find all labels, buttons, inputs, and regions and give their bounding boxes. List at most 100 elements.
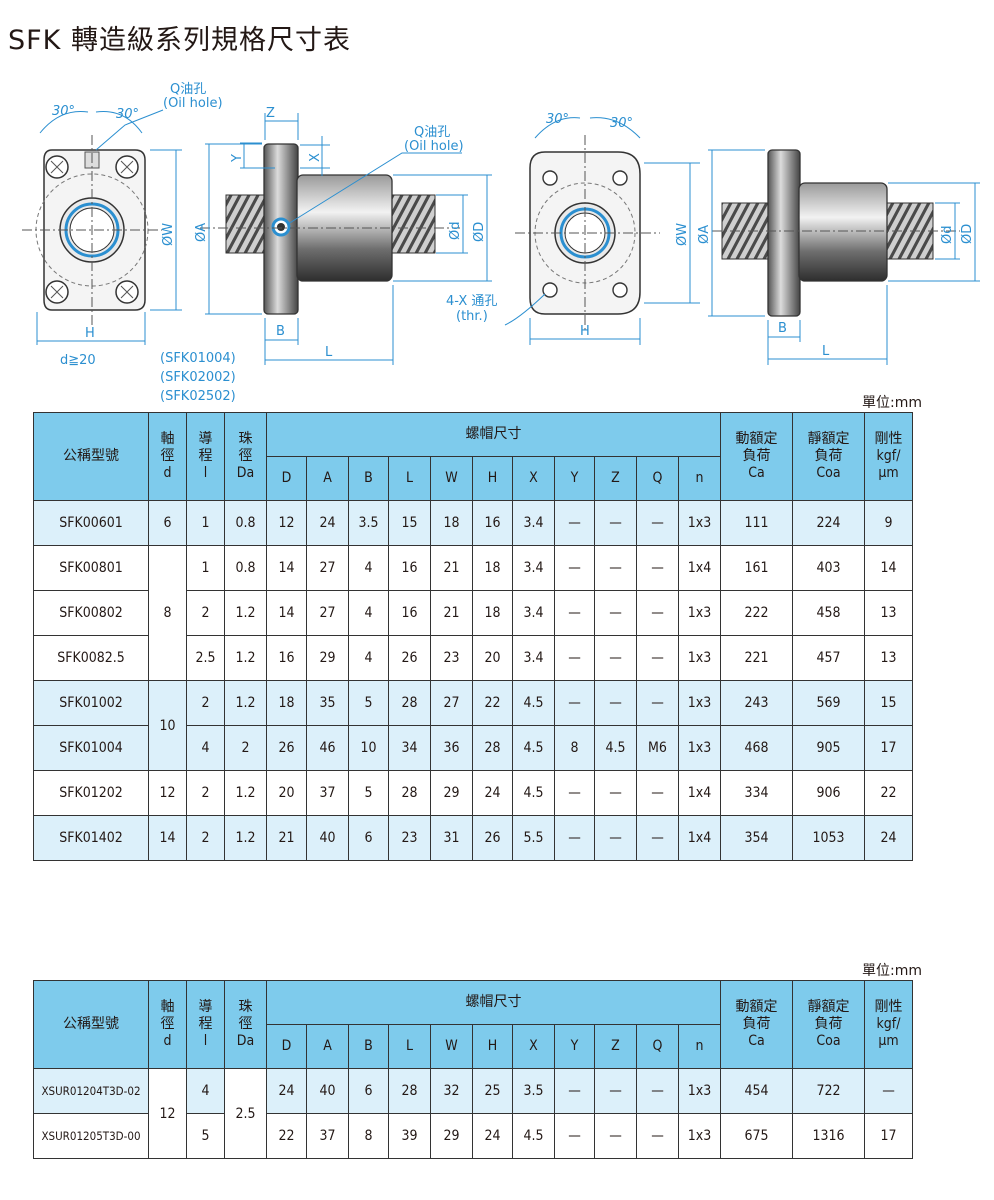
cell-Q: — — [636, 545, 679, 591]
page-title: SFK 轉造級系列規格尺寸表 — [8, 25, 351, 56]
cell-X: 4.5 — [512, 680, 555, 726]
cell-W: 31 — [430, 815, 473, 861]
cell-model: SFK00802 — [33, 590, 149, 636]
cell-B: 6 — [348, 815, 389, 861]
cell-K: 15 — [864, 680, 913, 726]
cell-Q: — — [636, 680, 679, 726]
cell-Coa: 1316 — [792, 1113, 865, 1159]
cell-B: 5 — [348, 770, 389, 816]
cell-lead: 4 — [186, 725, 225, 771]
cell-model: SFK0082.5 — [33, 635, 149, 681]
model-note-1: (SFK01004) — [160, 351, 236, 366]
header-Z: Z — [594, 456, 637, 501]
header-H: H — [472, 456, 513, 501]
cell-Q: — — [636, 590, 679, 636]
cell-B: 5 — [348, 680, 389, 726]
cell-Y: — — [554, 680, 595, 726]
header-n: n — [678, 456, 721, 501]
cell-L: 39 — [388, 1113, 431, 1159]
dim-A-right: ØA — [697, 225, 712, 244]
cell-A: 27 — [306, 545, 349, 591]
model-note-3: (SFK02502) — [160, 389, 236, 404]
side-oil-hole-cn: Q油孔 — [414, 125, 450, 140]
dim-L-left: L — [325, 345, 333, 360]
cell-X: 3.4 — [512, 635, 555, 681]
cell-X: 5.5 — [512, 815, 555, 861]
cell-A: 35 — [306, 680, 349, 726]
dim-d-right: Ød — [940, 226, 955, 244]
cell-X: 3.4 — [512, 545, 555, 591]
thru-hole-cn: 4-X 通孔 — [446, 294, 497, 309]
cell-K: 13 — [864, 590, 913, 636]
cell-Q: — — [636, 1068, 679, 1114]
angle-label-2: 30° — [116, 107, 139, 122]
cell-W: 32 — [430, 1068, 473, 1114]
cell-D: 26 — [266, 725, 307, 771]
cell-n: 1x4 — [678, 545, 721, 591]
cell-H: 22 — [472, 680, 513, 726]
dim-A-left: ØA — [194, 223, 209, 242]
cell-K: 14 — [864, 545, 913, 591]
cell-K: — — [864, 1068, 913, 1114]
cell-L: 23 — [388, 815, 431, 861]
cell-X: 3.4 — [512, 590, 555, 636]
cell-A: 46 — [306, 725, 349, 771]
cell-lead: 2 — [186, 815, 225, 861]
cell-B: 6 — [348, 1068, 389, 1114]
cell-lead: 2 — [186, 590, 225, 636]
cell-L: 16 — [388, 545, 431, 591]
cell-Ca: 675 — [720, 1113, 793, 1159]
d-note: d≧20 — [60, 353, 96, 368]
cell-Coa: 1053 — [792, 815, 865, 861]
header-n: n — [678, 1024, 721, 1069]
cell-Q: — — [636, 770, 679, 816]
header-X: X — [512, 1024, 555, 1069]
cell-D: 21 — [266, 815, 307, 861]
side-oil-hole-en: (Oil hole) — [404, 139, 464, 154]
cell-A: 27 — [306, 590, 349, 636]
cell-W: 21 — [430, 590, 473, 636]
header-A: A — [306, 456, 349, 501]
cell-H: 25 — [472, 1068, 513, 1114]
cell-Q: — — [636, 1113, 679, 1159]
cell-model: SFK01002 — [33, 680, 149, 726]
cell-H: 24 — [472, 1113, 513, 1159]
header-H: H — [472, 1024, 513, 1069]
cell-shaft-diameter: 10 — [148, 680, 187, 771]
cell-K: 24 — [864, 815, 913, 861]
cell-D: 18 — [266, 680, 307, 726]
cell-L: 28 — [388, 680, 431, 726]
cell-n: 1x4 — [678, 770, 721, 816]
header-W: W — [430, 1024, 473, 1069]
cell-A: 24 — [306, 500, 349, 546]
dim-H-right: H — [580, 324, 590, 339]
left-side-view: Z Y X ØA Q油孔 (Oil hole) Ød ØD B L ( — [160, 106, 492, 404]
cell-B: 4 — [348, 635, 389, 681]
cell-Ca: 454 — [720, 1068, 793, 1114]
dim-W-left: ØW — [161, 223, 176, 246]
cell-shaft-diameter: 12 — [148, 1068, 187, 1159]
cell-Y: — — [554, 545, 595, 591]
cell-X: 3.5 — [512, 1068, 555, 1114]
model-note-2: (SFK02002) — [160, 370, 236, 385]
header-D: D — [266, 456, 307, 501]
cell-n: 1x3 — [678, 680, 721, 726]
cell-B: 4 — [348, 590, 389, 636]
cell-H: 28 — [472, 725, 513, 771]
dim-D-right: ØD — [960, 224, 975, 244]
cell-B: 8 — [348, 1113, 389, 1159]
cell-Coa: 905 — [792, 725, 865, 771]
cell-W: 23 — [430, 635, 473, 681]
technical-drawings: 30° 30° Q油孔 (Oil hole) ØW H d≧20 Z Y — [22, 82, 980, 404]
cell-Ca: 221 — [720, 635, 793, 681]
cell-model: XSUR01204T3D-02 — [33, 1068, 149, 1114]
